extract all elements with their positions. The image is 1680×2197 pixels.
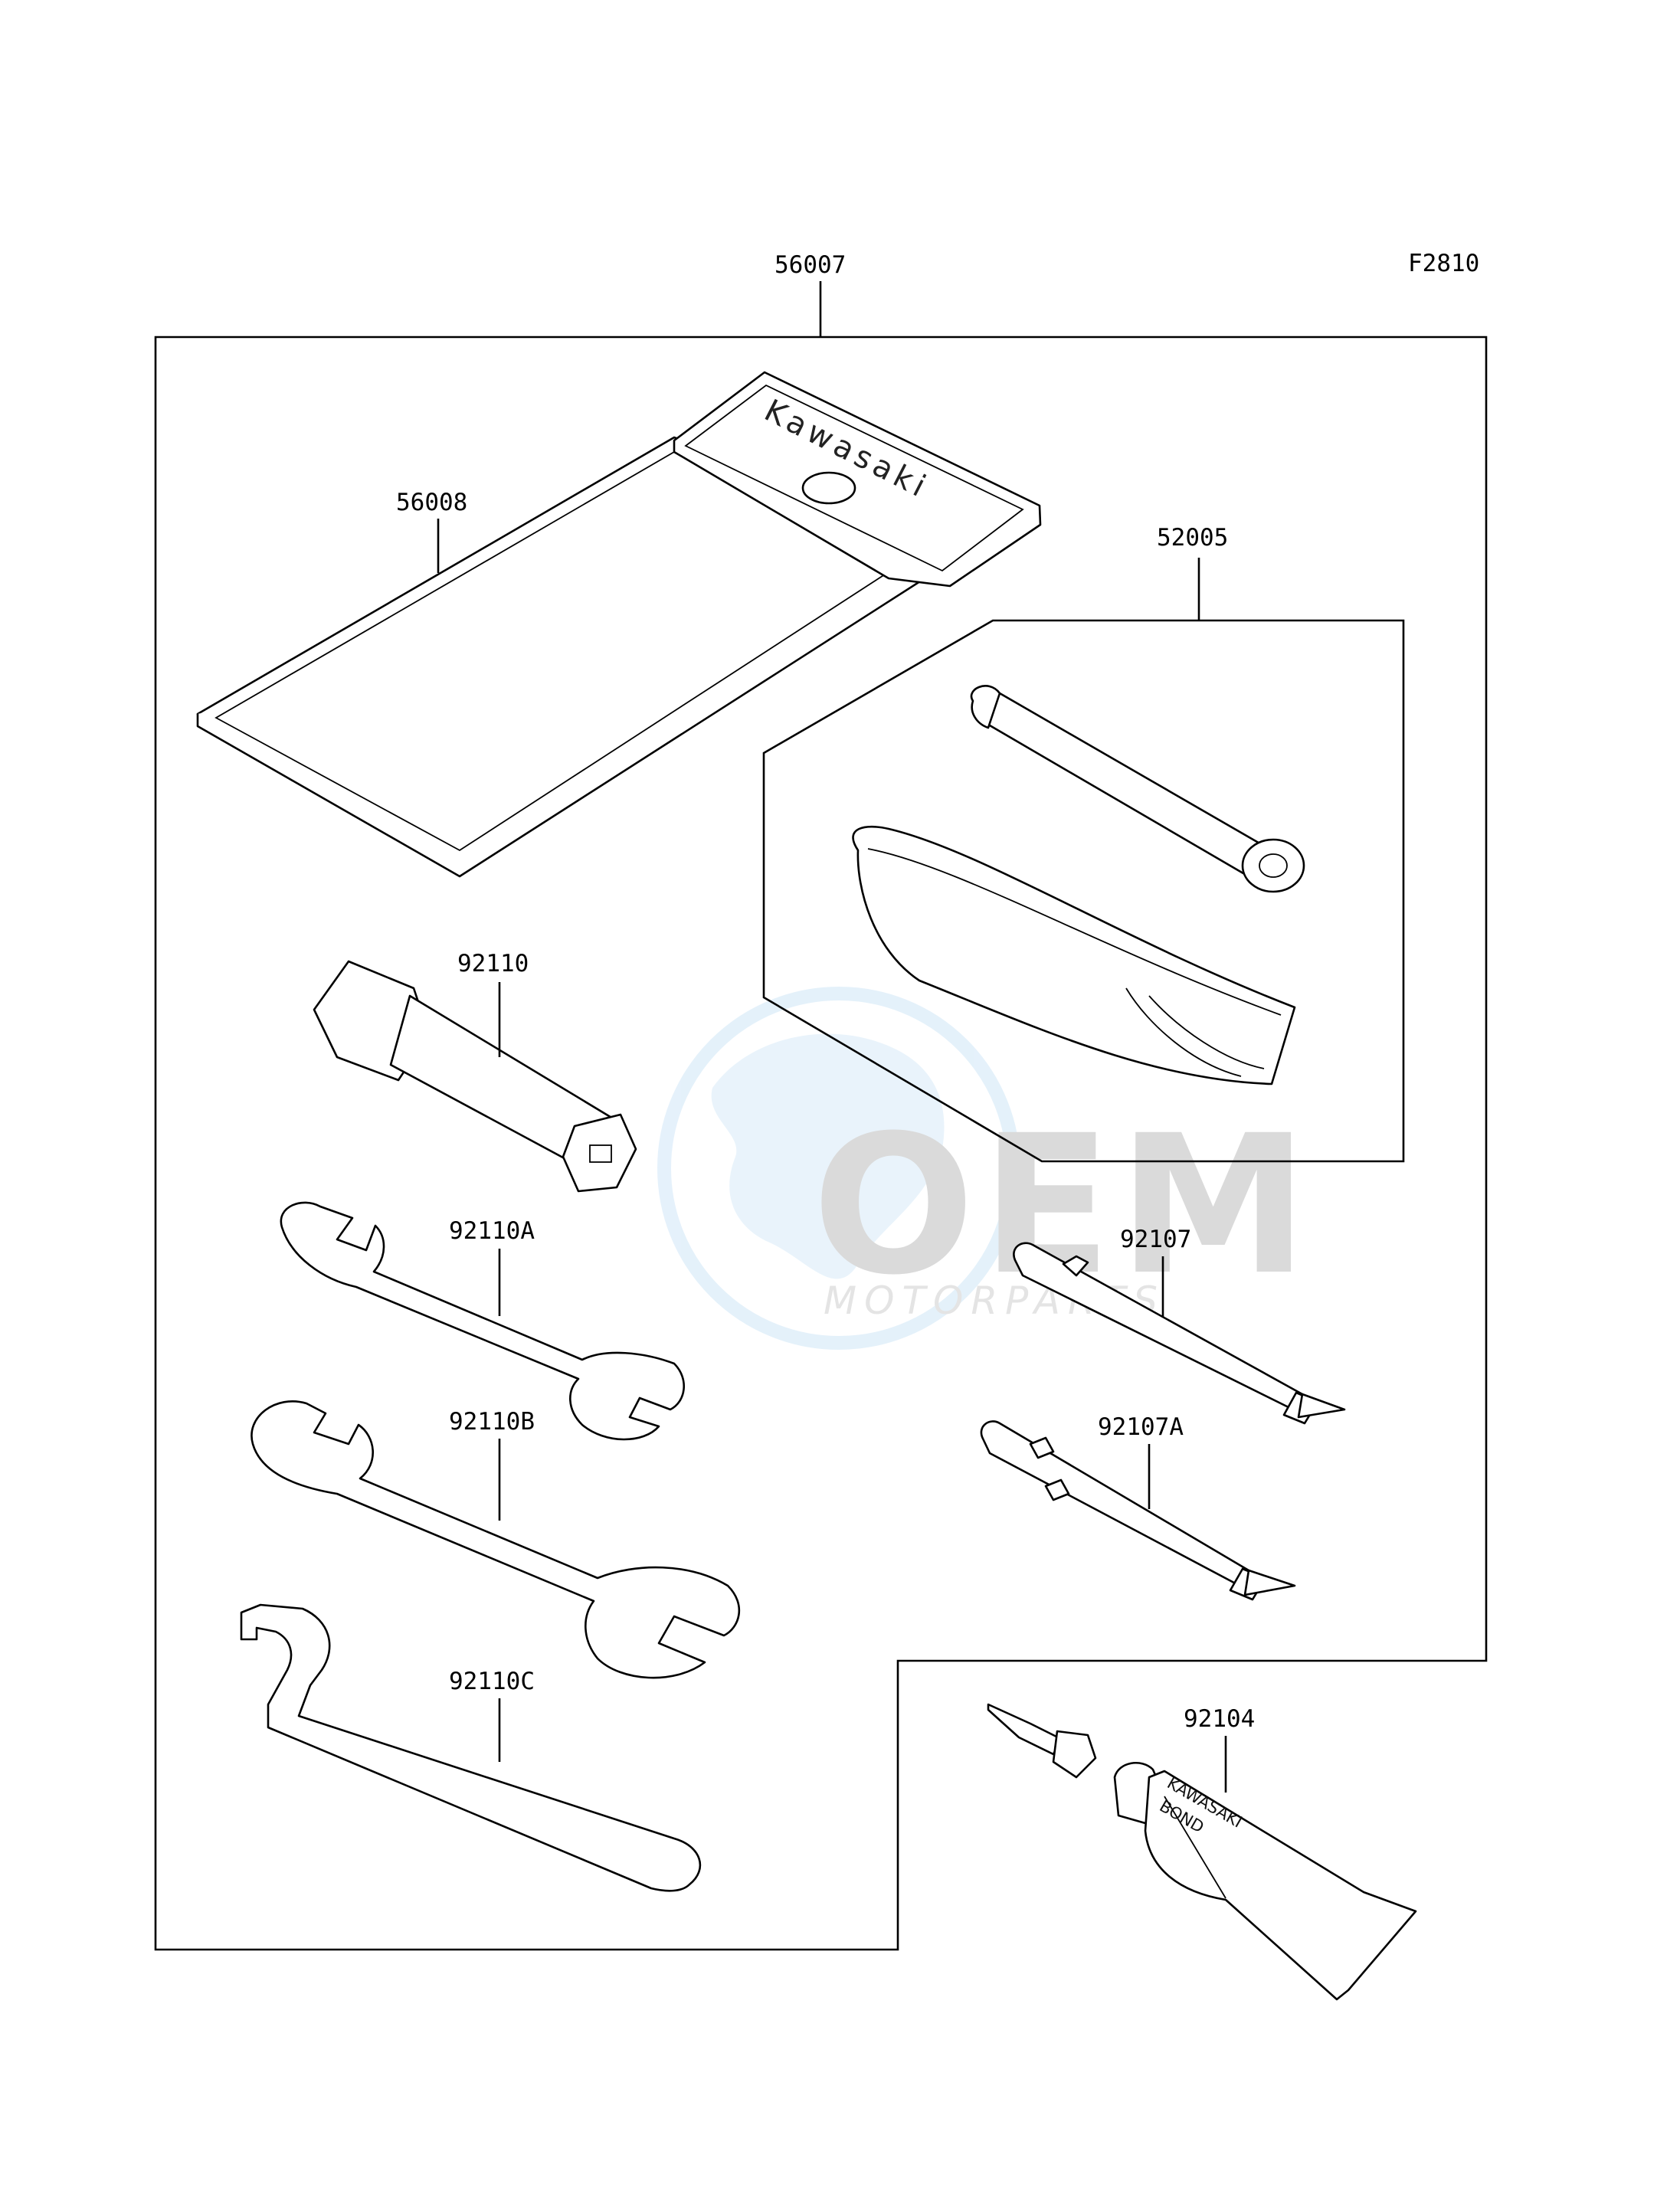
- tool-case: Kawasaki: [196, 371, 1042, 878]
- pouch-set-outline: [762, 619, 1405, 1163]
- screwdriver: [1013, 1242, 1346, 1425]
- callout-92104[interactable]: 92104: [1184, 1705, 1255, 1733]
- screwdriver-a: [980, 1420, 1296, 1601]
- callout-92110B[interactable]: 92110B: [449, 1408, 535, 1436]
- callout-92110C[interactable]: 92110C: [449, 1668, 535, 1695]
- spark-plug-tube: [970, 685, 1305, 893]
- wrench-b: [251, 1400, 741, 1679]
- figure-code: F2810: [1408, 250, 1479, 277]
- hook-wrench: [240, 1603, 702, 1892]
- callout-92110A[interactable]: 92110A: [449, 1217, 535, 1245]
- callout-56008[interactable]: 56008: [396, 489, 467, 516]
- wrench-a: [280, 1201, 685, 1441]
- callout-56007[interactable]: 56007: [775, 251, 846, 279]
- watermark-logo: OEM MOTORPARTS: [657, 987, 1308, 1350]
- callout-92107A[interactable]: 92107A: [1098, 1413, 1184, 1441]
- spark-plug-wrench: [313, 960, 637, 1193]
- callout-52005[interactable]: 52005: [1157, 524, 1228, 552]
- bond-tube: KAWASAKI BOND: [987, 1703, 1417, 2001]
- tool-pouch: [852, 825, 1296, 1085]
- kit-outline: [154, 336, 1488, 1951]
- callout-92107[interactable]: 92107: [1120, 1226, 1191, 1253]
- callout-92110[interactable]: 92110: [457, 950, 529, 977]
